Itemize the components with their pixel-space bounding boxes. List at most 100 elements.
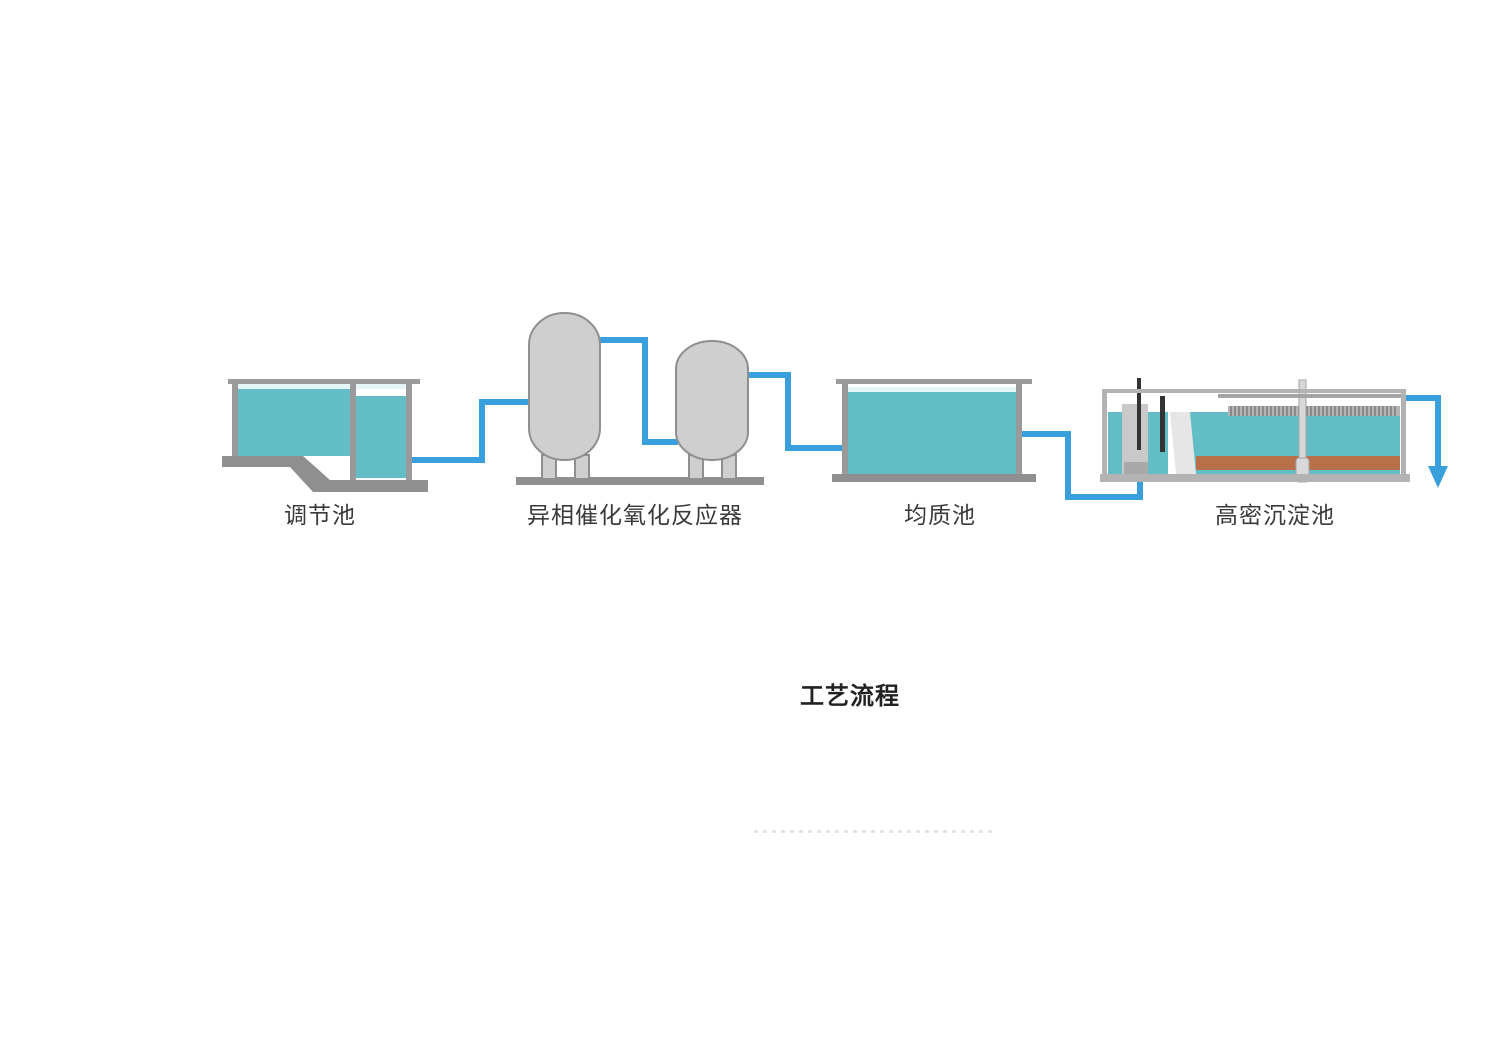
tube-settler-tooth <box>1250 406 1252 416</box>
reactor1-vessel <box>528 312 601 461</box>
tube-settler-tooth <box>1242 406 1244 416</box>
pipe-reactor1-to-reactor2 <box>598 337 678 445</box>
pipe-reactor2-to-junzhi <box>746 372 848 451</box>
tube-settler-tooth <box>1274 406 1276 416</box>
gaomi-inclined-wall <box>1170 412 1196 474</box>
tiaojie-rim <box>228 379 420 384</box>
faint-mark <box>898 830 902 833</box>
faint-mark <box>907 830 911 833</box>
faint-mark <box>970 830 974 833</box>
pipe-junzhi-to-gaomi <box>1020 431 1143 500</box>
tube-settler-tooth <box>1338 406 1340 416</box>
gaomi-tube-settler-teeth <box>1230 406 1396 416</box>
tube-settler-tooth <box>1370 406 1372 416</box>
tube-settler-tooth <box>1358 406 1360 416</box>
pipe-gaomi-outlet <box>1405 395 1441 470</box>
junzhi-wall-right <box>1016 382 1022 476</box>
tube-settler-tooth <box>1246 406 1248 416</box>
tube-settler-tooth <box>1294 406 1296 416</box>
tiaojie-wall-mid <box>350 382 356 480</box>
tube-settler-tooth <box>1266 406 1268 416</box>
gaomi-inlet-baffle <box>1137 378 1141 450</box>
stage-label-junzhi: 均质池 <box>904 503 976 529</box>
tube-settler-tooth <box>1238 406 1240 416</box>
tube-settler-tooth <box>1350 406 1352 416</box>
tube-settler-tooth <box>1382 406 1384 416</box>
stage-label-gaomi: 高密沉淀池 <box>1215 503 1335 529</box>
tube-settler-tooth <box>1362 406 1364 416</box>
tube-settler-tooth <box>1318 406 1320 416</box>
gaomi-tank <box>1100 378 1410 483</box>
reactor-assembly <box>516 312 764 485</box>
junzhi-base <box>832 474 1036 482</box>
tube-settler-tooth <box>1230 406 1232 416</box>
stage-label-reactor: 异相催化氧化反应器 <box>527 503 743 529</box>
faint-mark <box>772 830 776 833</box>
faint-mark <box>916 830 920 833</box>
faint-mark <box>790 830 794 833</box>
faint-mark <box>961 830 965 833</box>
tube-settler-tooth <box>1262 406 1264 416</box>
junzhi-tank <box>832 379 1036 482</box>
tube-settler-tooth <box>1342 406 1344 416</box>
junzhi-water-surface <box>848 387 1016 392</box>
faint-mark <box>952 830 956 833</box>
faint-mark <box>934 830 938 833</box>
faint-mark <box>871 830 875 833</box>
junzhi-wall-left <box>842 382 848 476</box>
faint-mark <box>880 830 884 833</box>
stage-label-tiaojie: 调节池 <box>284 503 356 529</box>
junzhi-water <box>848 392 1016 474</box>
faint-mark <box>889 830 893 833</box>
faint-mark <box>754 830 758 833</box>
pipes <box>410 337 1441 500</box>
tube-settler-tooth <box>1254 406 1256 416</box>
tiaojie-wall-left <box>232 382 238 458</box>
tube-settler-tooth <box>1290 406 1292 416</box>
faint-mark <box>763 830 767 833</box>
outlet-arrowhead <box>1428 466 1448 488</box>
faint-mark <box>853 830 857 833</box>
faint-mark <box>799 830 803 833</box>
faint-mark <box>835 830 839 833</box>
tube-settler-tooth <box>1378 406 1380 416</box>
tube-settler-tooth <box>1322 406 1324 416</box>
reactor2-vessel <box>675 340 749 461</box>
gaomi-base <box>1100 474 1410 482</box>
tube-settler-tooth <box>1346 406 1348 416</box>
gaomi-launder <box>1218 394 1404 398</box>
tube-settler-tooth <box>1354 406 1356 416</box>
tube-settler-tooth <box>1314 406 1316 416</box>
junzhi-rim <box>836 379 1032 384</box>
gaomi-wall-right <box>1401 389 1406 475</box>
faint-mark <box>988 830 992 833</box>
tiaojie-water-right <box>356 396 406 478</box>
tube-settler-tooth <box>1386 406 1388 416</box>
gaomi-inner-baffle <box>1160 396 1165 452</box>
faint-mark <box>979 830 983 833</box>
faint-mark <box>817 830 821 833</box>
tube-settler-tooth <box>1330 406 1332 416</box>
faint-mark <box>844 830 848 833</box>
tiaojie-stepped-base <box>222 456 428 492</box>
pipe-tiaojie-to-reactor1 <box>410 399 532 463</box>
tube-settler-tooth <box>1258 406 1260 416</box>
tube-settler-tooth <box>1306 406 1308 416</box>
tube-settler-tooth <box>1394 406 1396 416</box>
tube-settler-tooth <box>1278 406 1280 416</box>
faint-mark <box>862 830 866 833</box>
tube-settler-tooth <box>1374 406 1376 416</box>
tube-settler-tooth <box>1310 406 1312 416</box>
gaomi-mixer-base <box>1124 462 1148 474</box>
faint-mark <box>826 830 830 833</box>
tiaojie-tank <box>222 379 428 492</box>
tube-settler-tooth <box>1390 406 1392 416</box>
faint-mark <box>781 830 785 833</box>
tube-settler-tooth <box>1366 406 1368 416</box>
tiaojie-water-surface <box>238 384 406 389</box>
tube-settler-tooth <box>1286 406 1288 416</box>
tube-settler-tooth <box>1326 406 1328 416</box>
faint-artifact-marks <box>754 830 992 833</box>
gaomi-rim <box>1102 389 1406 393</box>
